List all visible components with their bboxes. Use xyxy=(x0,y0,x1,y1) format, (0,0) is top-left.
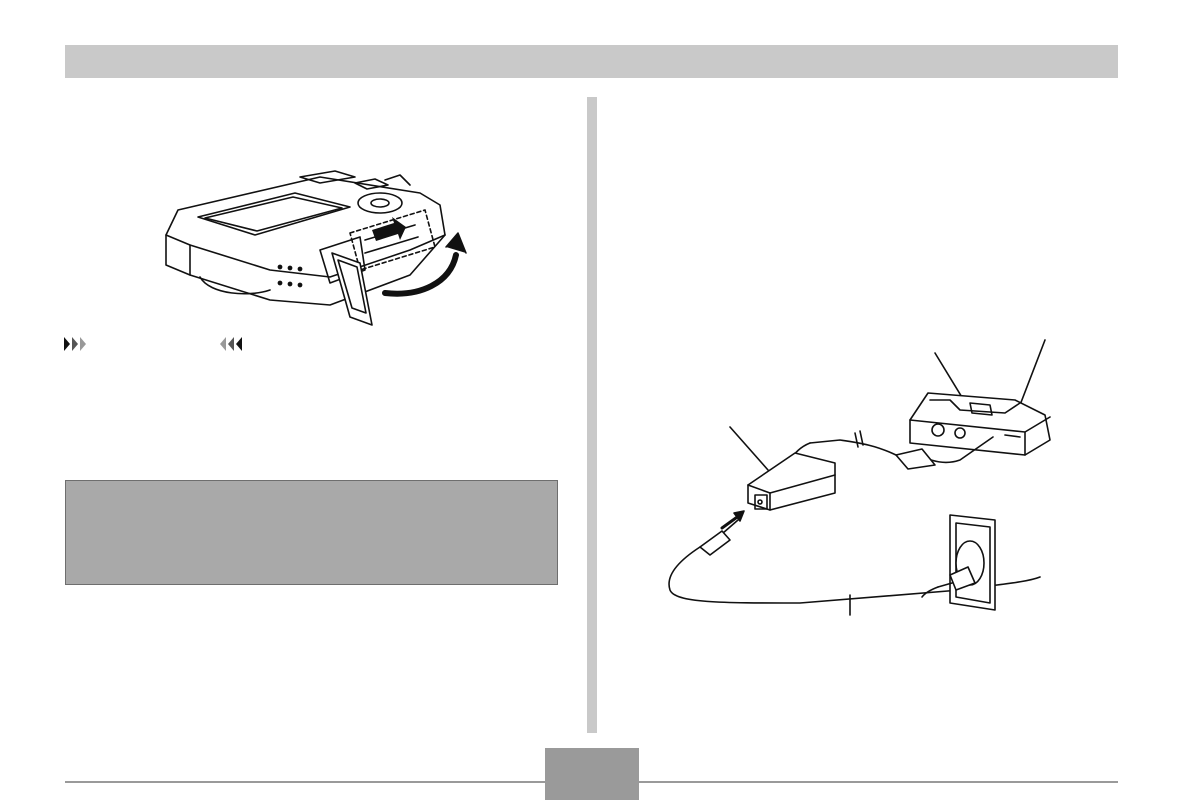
header-bar xyxy=(65,45,1118,78)
triple-left-arrow-icon xyxy=(220,337,242,351)
page-number-tab-lower xyxy=(545,783,639,800)
column-divider xyxy=(587,97,597,733)
note-box xyxy=(65,480,558,585)
footer-rule xyxy=(65,781,1118,783)
camera-battery-illustration xyxy=(165,170,467,326)
triple-right-arrow-icon xyxy=(64,337,86,351)
page-number-tab xyxy=(545,748,639,781)
cradle-adaptor-illustration xyxy=(668,339,1051,616)
